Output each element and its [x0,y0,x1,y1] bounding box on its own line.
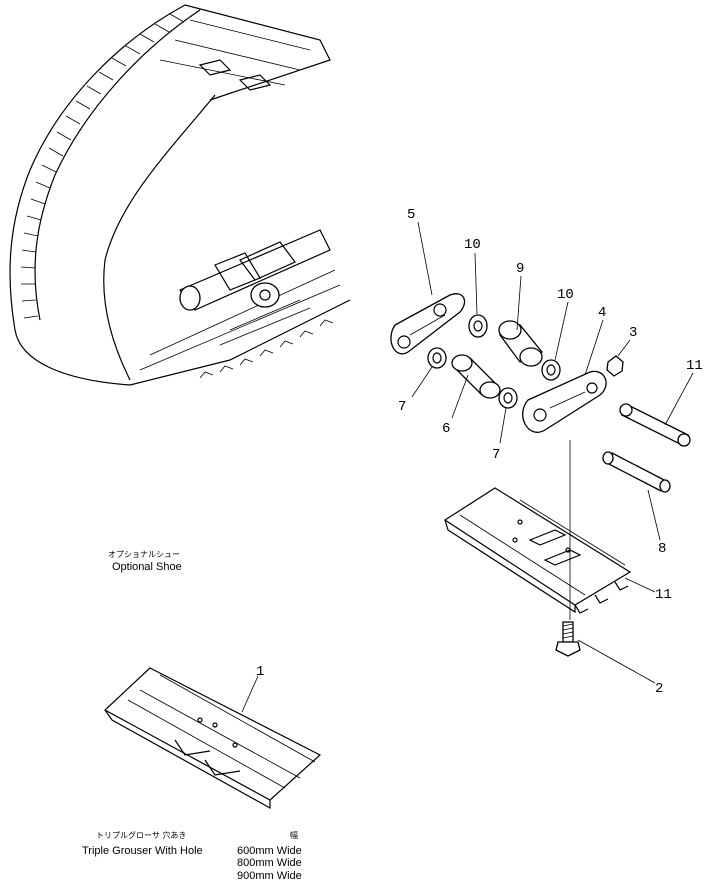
part-6-bushing [451,354,501,399]
part-8-pin [602,451,671,493]
part-10-seal-right [541,359,561,381]
width-800: 800mm Wide [237,857,302,869]
part-5-link [390,293,466,355]
callout-7-left: 7 [398,399,406,415]
part-10-seal-left-hole [473,320,483,332]
width-600: 600mm Wide [237,845,302,857]
callout-3: 3 [629,325,637,341]
width-header-jp: 幅 [290,830,298,840]
leader-10-left [474,252,478,315]
part-7-spacer-right [498,387,518,409]
callout-5: 5 [407,207,415,223]
triple-grouser-shoe-drawing [103,667,322,810]
callout-11-upper: 11 [686,358,703,374]
part-9-bushing [498,320,544,367]
triple-grouser-en-label: Triple Grouser With Hole [82,845,203,857]
leader-6 [451,374,469,419]
part-7-spacer-left-hole [432,352,442,364]
optional-shoe-en-label: Optional Shoe [112,561,182,573]
part-3-nut [606,355,624,377]
leader-11-upper [664,372,694,426]
leader-11-lower [624,577,656,593]
callout-4: 4 [598,305,606,321]
part-10-seal-right-hole [546,364,556,376]
callout-10-left: 10 [464,237,481,253]
width-900: 900mm Wide [237,870,302,881]
part-10-seal-left [468,314,488,338]
part-11-shoe [443,487,632,614]
optional-shoe-jp-label: オプショナルシュー [108,550,180,559]
leader-4 [584,319,604,376]
leader-10-right [554,301,569,361]
callout-7-right: 7 [492,447,500,463]
part-7-spacer-right-hole [503,392,513,404]
leader-9 [516,275,522,331]
leader-2 [577,639,656,684]
leader-8 [647,489,661,541]
callout-1: 1 [256,664,264,680]
part-7-spacer-left [427,347,447,369]
callout-9: 9 [516,261,524,277]
leader-3 [617,339,631,357]
callout-6: 6 [442,421,450,437]
callout-8: 8 [658,541,666,557]
leader-7-left [411,366,433,398]
callout-11-lower: 11 [655,587,672,603]
part-2-bolt [555,621,581,657]
part-11-pin [619,403,691,447]
triple-grouser-jp-label: トリプルグローサ 穴あき [96,830,186,840]
leader-7-right [499,407,507,444]
leader-5 [417,221,433,296]
callout-2: 2 [655,681,663,697]
callout-10-right: 10 [557,287,574,303]
track-assembly-drawing [9,4,351,386]
part-4-link [522,370,607,433]
